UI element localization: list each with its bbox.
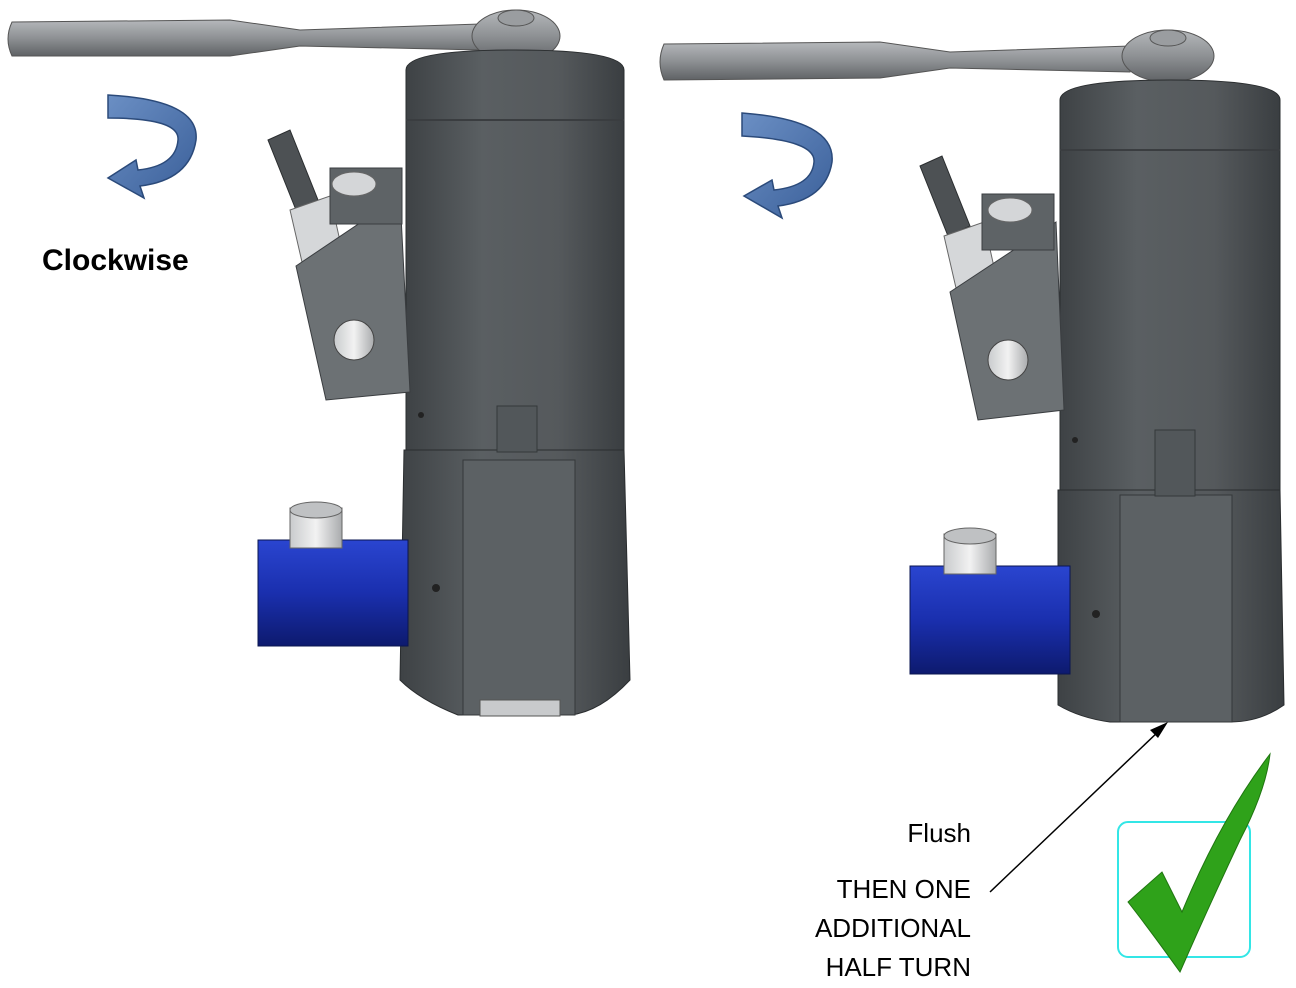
reaction-block	[257, 501, 409, 647]
cylinder-upper	[1059, 79, 1281, 491]
hydraulic-fitting	[267, 129, 411, 401]
instruction-text: THEN ONE ADDITIONAL HALF TURN	[815, 870, 971, 987]
ratchet-handle	[7, 9, 561, 63]
instruction-line-3: HALF TURN	[825, 952, 971, 982]
cylinder-upper	[405, 49, 625, 451]
direction-label: Clockwise	[42, 244, 189, 277]
tool-left	[7, 9, 631, 717]
checkmark-icon	[1117, 752, 1271, 974]
clockwise-arrow-icon	[106, 94, 197, 200]
tool-right	[659, 29, 1285, 723]
leader-arrow	[989, 722, 1168, 893]
hydraulic-fitting	[919, 155, 1065, 421]
clockwise-arrow-icon	[741, 112, 833, 220]
ratchet-handle	[659, 29, 1215, 83]
instruction-line-1: THEN ONE	[836, 874, 971, 904]
flush-label: Flush	[907, 818, 971, 848]
reaction-block	[909, 527, 1071, 675]
instruction-line-2: ADDITIONAL	[814, 913, 971, 943]
